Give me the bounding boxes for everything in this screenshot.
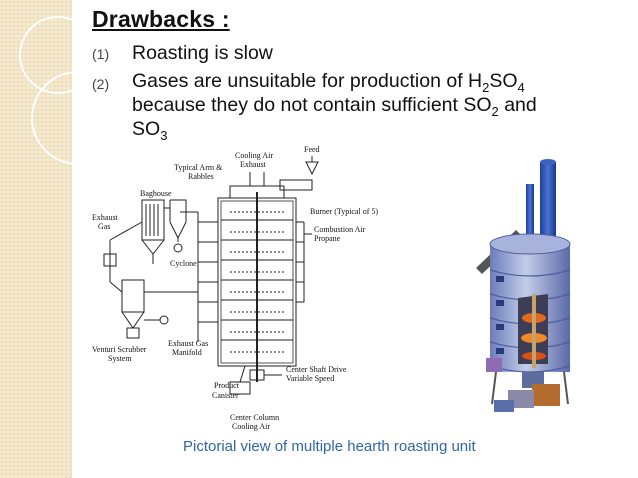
subscript: 4 [517, 80, 525, 95]
sidebar-divider [70, 0, 72, 478]
label-propane: Propane [314, 234, 341, 243]
label-manifold: Manifold [172, 348, 202, 357]
decorative-circles [19, 16, 110, 165]
decorative-sidebar [0, 0, 70, 478]
burners [296, 221, 312, 303]
label-baghouse: Baghouse [140, 189, 172, 198]
label-exhaust-manifold: Exhaust Gas [168, 339, 208, 348]
hearth-roaster-3d-illustration [476, 159, 571, 412]
label-feed: Feed [304, 145, 320, 154]
item-number: (1) [92, 46, 110, 62]
text-segment: and [498, 94, 537, 116]
slide-title: Drawbacks : [92, 6, 230, 32]
label-gas: Gas [98, 222, 110, 231]
label-venturi-system: System [108, 354, 132, 363]
subscript: 3 [160, 128, 168, 143]
item-text: Roasting is slow [132, 42, 273, 64]
baghouse [141, 199, 165, 241]
label-shaft-drive: Center Shaft Drive [286, 365, 347, 374]
hearth-roaster-schematic: Feed Cooling Air Exhaust Typical Arm & R… [92, 145, 378, 431]
item-number: (2) [92, 76, 110, 92]
label-cyclone: Cyclone [170, 259, 197, 268]
figure-caption: Pictorial view of multiple hearth roasti… [183, 438, 476, 455]
label-product: Product [214, 381, 240, 390]
label-cooling-air-bottom: Cooling Air [232, 422, 270, 431]
text-segment: because they do not contain sufficient S… [132, 94, 492, 116]
product-canister [229, 381, 251, 395]
subscript: 2 [482, 80, 490, 95]
subscript: 2 [491, 104, 499, 119]
label-venturi: Venturi Scrubber [92, 345, 147, 354]
label-cooling-air: Cooling Air [235, 151, 273, 160]
cyclone [170, 199, 187, 242]
item-text-line: because they do not contain sufficient S… [132, 94, 537, 119]
exhaust-manifold [180, 211, 218, 342]
item-text-line: SO3 [132, 118, 168, 143]
item-text-line: Gases are unsuitable for production of H… [132, 70, 525, 95]
label-canister: Canister [212, 391, 239, 400]
text-segment: SO [489, 70, 518, 92]
label-typical-arm: Typical Arm & [174, 163, 223, 172]
text-segment: SO [132, 118, 161, 140]
venturi-scrubber [121, 279, 145, 313]
label-rabbles: Rabbles [188, 172, 214, 181]
label-variable-speed: Variable Speed [286, 374, 334, 383]
label-exhaust: Exhaust [240, 160, 267, 169]
label-combustion-air: Combustion Air [314, 225, 366, 234]
label-center-column: Center Column [230, 413, 279, 422]
label-burner: Burner (Typical of 5) [310, 207, 378, 216]
text-segment: Gases are unsuitable for production of H [132, 70, 483, 92]
label-exhaust-gas: Exhaust [92, 213, 119, 222]
feed-conveyor [279, 179, 313, 191]
